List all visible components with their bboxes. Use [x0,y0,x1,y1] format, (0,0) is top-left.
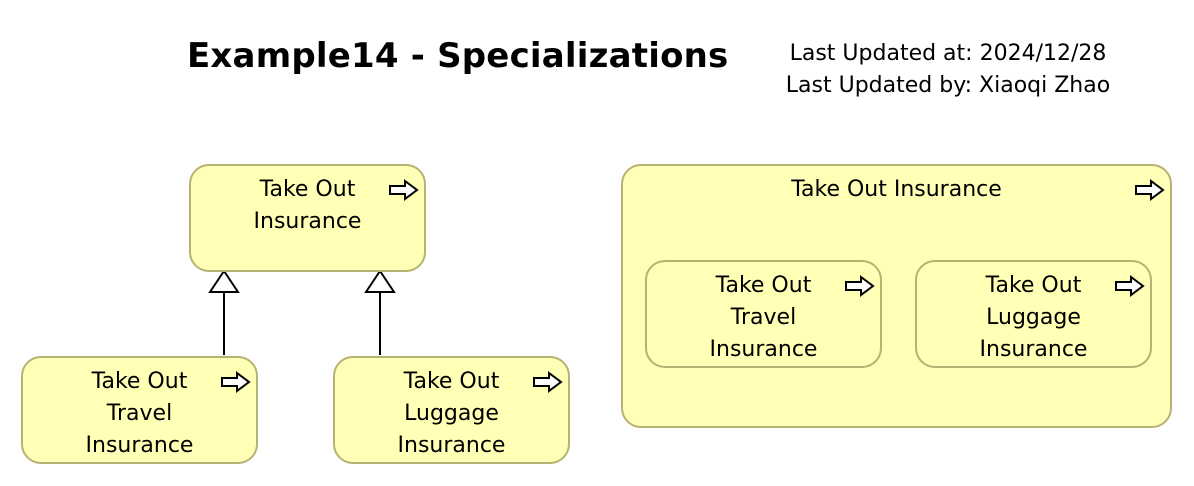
nested-process-take-out-travel-insurance[interactable]: Take Out Travel Insurance [645,260,882,368]
process-label: Take Out Luggage Insurance [979,273,1088,362]
nested-process-take-out-luggage-insurance[interactable]: Take Out Luggage Insurance [915,260,1152,368]
group-label: Take Out Insurance [791,177,1002,202]
diagram-metadata: Last Updated at: 2024/12/28 Last Updated… [780,38,1116,102]
process-arrow-icon [1115,275,1145,297]
process-arrow-icon [389,179,419,201]
process-label: Take Out Travel Insurance [85,369,194,458]
process-take-out-travel-insurance[interactable]: Take Out Travel Insurance [21,356,258,464]
last-updated-by: Last Updated by: Xiaoqi Zhao [785,73,1111,98]
process-label: Take Out Travel Insurance [709,273,818,362]
specialization-arrowhead-travel [208,269,240,293]
last-updated-at: Last Updated at: 2024/12/28 [789,41,1107,66]
process-label: Take Out Insurance [253,177,362,234]
process-arrow-icon [845,275,875,297]
process-label: Take Out Luggage Insurance [397,369,506,458]
process-arrow-icon [221,371,251,393]
process-group-take-out-insurance[interactable]: Take Out Insurance Take Out Travel Insur… [621,164,1172,428]
process-arrow-icon [533,371,563,393]
process-take-out-luggage-insurance[interactable]: Take Out Luggage Insurance [333,356,570,464]
diagram-title: Example14 - Specializations [187,36,729,76]
process-arrow-icon [1135,179,1165,201]
specialization-arrowhead-luggage [364,269,396,293]
process-take-out-insurance[interactable]: Take Out Insurance [189,164,426,272]
